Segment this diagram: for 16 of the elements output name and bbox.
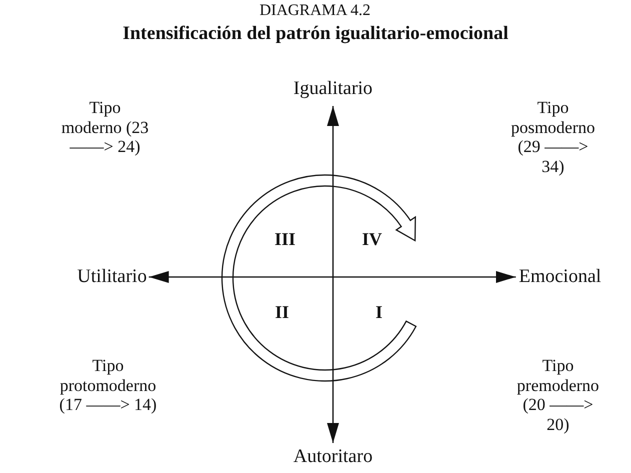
diagram-title: Intensificación del patrón igualitario-emocional [122,23,510,45]
type-note: Tipo posmoderno (29 ——> 34) [510,98,596,176]
axis-label: Igualitario [278,78,388,100]
diagram-number: DIAGRAMA 4.2 [258,2,372,20]
axis-label: Emocional [510,266,610,288]
axis-arrow [327,106,339,443]
quadrant-number: IV [360,229,383,250]
axis-label: Autoritaro [278,446,388,468]
type-note: Tipo protomoderno (17 ——> 14) [58,356,158,415]
axis-arrow [148,271,516,283]
type-note: Tipo moderno (23 ——> 24) [60,98,150,157]
axis-label: Utilitario [67,266,157,288]
quadrant-number: II [274,302,290,323]
quadrant-number: III [273,229,296,250]
type-note: Tipo premoderno (20 ——> 20) [516,356,600,434]
quadrant-number: I [374,302,384,323]
